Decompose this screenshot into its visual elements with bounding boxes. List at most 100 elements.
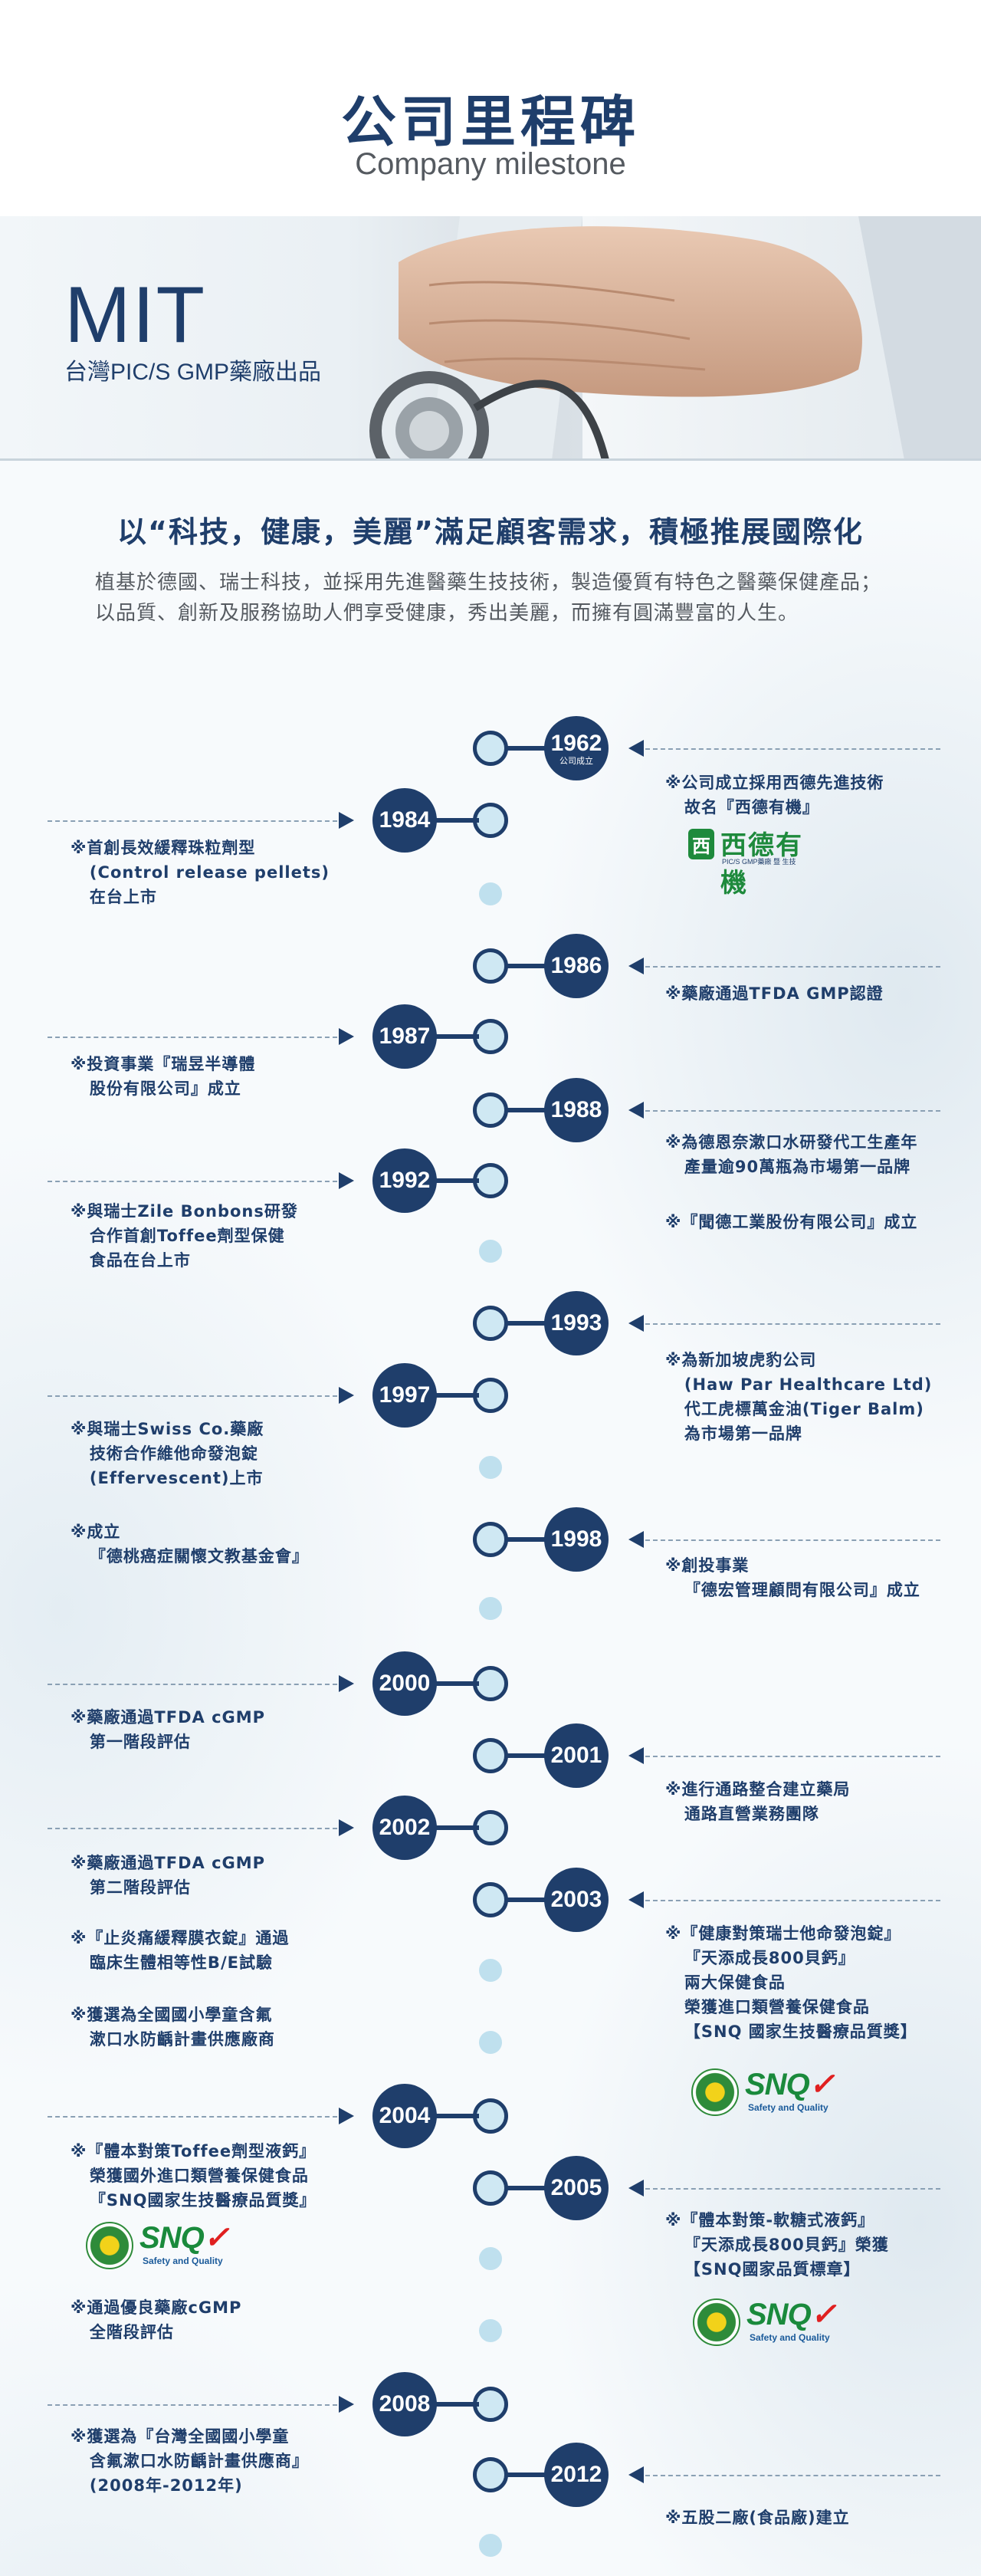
- year-badge-1962: 1962 公司成立: [544, 716, 609, 780]
- year-badge-1984: 1984: [372, 788, 437, 853]
- dashed-line: [48, 1684, 337, 1685]
- arrow-right-icon: [339, 1675, 354, 1692]
- milestone-text: ※五股二廠(食品廠)建立: [665, 2509, 850, 2527]
- milestone-text: ※投資事業『瑞昱半導體 股份有限公司』成立: [71, 1055, 256, 1098]
- timeline-dot: [479, 1240, 502, 1263]
- connector: [504, 1108, 550, 1112]
- timeline-dot: [479, 1456, 502, 1479]
- arrow-left-icon: [628, 2466, 644, 2483]
- milestone-text: ※首創長效緩釋珠粒劑型 (Control release pellets) 在台…: [71, 839, 330, 906]
- arrow-right-icon: [339, 1819, 354, 1836]
- mit-subheading: 台灣PIC/S GMP藥廠出品: [64, 360, 322, 385]
- year-label: 1993: [550, 1310, 602, 1336]
- mit-heading: MIT: [64, 271, 207, 360]
- year-badge-1992: 1992: [372, 1148, 437, 1213]
- arrow-right-icon: [339, 1387, 354, 1404]
- arrow-left-icon: [628, 1531, 644, 1548]
- dashed-line: [645, 748, 940, 750]
- connector: [504, 1321, 550, 1326]
- dashed-line: [645, 2475, 940, 2476]
- snq-seal-icon: [691, 2068, 739, 2116]
- snq-logo: SNQ✓ Safety and Quality: [691, 2067, 845, 2119]
- milestone-text: ※『體本對策-軟糖式液鈣』 『天添成長800貝鈣』榮獲 【SNQ國家品質標章】: [665, 2211, 889, 2279]
- milestone-text: ※獲選為全國國小學童含氟 漱口水防齲計畫供應廠商: [71, 2006, 275, 2049]
- mission-body: 植基於德國、瑞士科技，並採用先進醫藥生技技術，製造優質有特色之醫藥保健產品；以品…: [95, 571, 882, 625]
- dashed-line: [48, 1395, 337, 1397]
- year-badge-2008: 2008: [372, 2372, 437, 2436]
- milestone-text: ※與瑞士Zile Bonbons研發 合作首創Toffee劑型保健 食品在台上市: [71, 1202, 298, 1270]
- milestone-text: ※創投事業 『德宏管理顧問有限公司』成立: [665, 1556, 920, 1599]
- arrow-left-icon: [628, 1747, 644, 1764]
- year-label: 1998: [550, 1526, 602, 1552]
- milestone-text: ※通過優良藥廠cGMP 全階段評估: [71, 2298, 242, 2341]
- year-label: 1984: [379, 807, 431, 833]
- timeline-node: [473, 1092, 508, 1128]
- year-caption: 公司成立: [559, 757, 593, 766]
- mission-headline: 以“科技，健康，美麗”滿足顧客需求，積極推展國際化: [117, 515, 864, 549]
- dashed-line: [645, 1756, 940, 1757]
- dashed-line: [48, 1828, 337, 1829]
- page-title: 公司里程碑: [340, 90, 640, 154]
- arrow-right-icon: [339, 1028, 354, 1045]
- year-badge-1997: 1997: [372, 1363, 437, 1428]
- connector: [433, 1681, 479, 1686]
- arrow-left-icon: [628, 2180, 644, 2196]
- snq-logo: SNQ✓ Safety and Quality: [693, 2297, 846, 2349]
- arrow-left-icon: [628, 740, 644, 757]
- timeline-dot: [479, 1597, 502, 1620]
- milestone-text: ※藥廠通過TFDA GMP認證: [665, 984, 884, 1003]
- year-badge-2000: 2000: [372, 1651, 437, 1716]
- arrow-left-icon: [628, 958, 644, 974]
- year-label: 2005: [550, 2175, 602, 2200]
- dashed-line: [645, 1900, 940, 1901]
- year-label: 2012: [550, 2462, 602, 2487]
- dashed-line: [645, 1110, 940, 1112]
- dashed-line: [48, 1181, 337, 1182]
- year-label: 1992: [379, 1168, 431, 1193]
- timeline-node: [473, 1882, 508, 1917]
- xide-logo-icon: 西: [688, 829, 714, 859]
- dashed-line: [645, 1539, 940, 1541]
- dashed-line: [645, 2188, 940, 2190]
- milestone-text: ※與瑞士Swiss Co.藥廠 技術合作維他命發泡錠 (Effervescent…: [71, 1420, 264, 1487]
- milestone-text: ※公司成立採用西德先進技術 故名『西德有機』: [665, 774, 884, 816]
- year-label: 1997: [379, 1382, 431, 1408]
- connector: [433, 1034, 479, 1039]
- snq-logo: SNQ✓ Safety and Quality: [86, 2220, 239, 2272]
- year-badge-2004: 2004: [372, 2084, 437, 2148]
- timeline-node: [473, 2457, 508, 2492]
- hero-banner: MIT 台灣PIC/S GMP藥廠出品: [0, 216, 981, 460]
- year-badge-1986: 1986: [544, 934, 609, 998]
- snq-tagline: Safety and Quality: [748, 2102, 828, 2113]
- xide-logo: 西 西德有機 PIC/S GMP藥廠 暨 生技: [688, 824, 826, 899]
- dashed-line: [48, 1037, 337, 1038]
- arrow-right-icon: [339, 1172, 354, 1189]
- milestone-text: ※成立 『德桃癌症關懷文教基金會』: [71, 1523, 309, 1566]
- arrow-left-icon: [628, 1315, 644, 1332]
- snq-mark: SNQ✓: [139, 2221, 229, 2255]
- connector: [433, 2114, 479, 2118]
- timeline-dot: [479, 1959, 502, 1982]
- xide-logo-name: 西德有機: [720, 830, 803, 899]
- milestone-text: ※為德恩奈漱口水研發代工生產年 產量逾90萬瓶為市場第一品牌: [665, 1133, 918, 1176]
- year-badge-1998: 1998: [544, 1507, 609, 1572]
- timeline-node: [473, 948, 508, 984]
- milestone-text: ※藥廠通過TFDA cGMP 第二階段評估: [71, 1854, 266, 1897]
- milestone-text: ※『止炎痛緩釋膜衣錠』通過 臨床生體相等性B/E試驗: [71, 1929, 290, 1972]
- snq-seal-icon: [693, 2298, 740, 2346]
- connector: [504, 2472, 550, 2477]
- connector: [504, 1537, 550, 1542]
- timeline-node: [473, 1306, 508, 1341]
- timeline-dot: [479, 2319, 502, 2342]
- dashed-line: [48, 2404, 337, 2406]
- snq-tagline: Safety and Quality: [143, 2256, 223, 2266]
- year-badge-2002: 2002: [372, 1796, 437, 1860]
- connector: [504, 746, 550, 751]
- arrow-right-icon: [339, 2396, 354, 2413]
- connector: [504, 964, 550, 968]
- milestone-text: ※獲選為『台灣全國國小學童 含氟漱口水防齲計畫供應商』 (2008年-2012年…: [71, 2427, 309, 2495]
- year-badge-2001: 2001: [544, 1723, 609, 1788]
- year-label: 2003: [550, 1887, 602, 1912]
- milestone-text: ※藥廠通過TFDA cGMP 第一階段評估: [71, 1708, 266, 1751]
- connector: [433, 1178, 479, 1183]
